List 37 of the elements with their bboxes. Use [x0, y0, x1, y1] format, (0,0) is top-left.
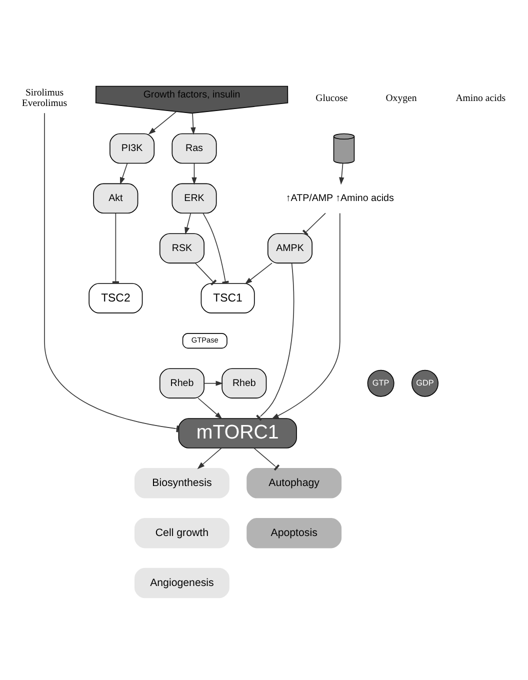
- node-box: ERK: [172, 182, 217, 214]
- node-box: mTORC1: [178, 418, 297, 448]
- node-box: Autophagy: [246, 468, 342, 498]
- node-box: Biosynthesis: [134, 468, 230, 498]
- label: Oxygen: [386, 92, 417, 104]
- node-box: Akt: [93, 182, 138, 214]
- arrow: [198, 397, 222, 419]
- node-box: AMPK: [267, 232, 312, 263]
- arrow: [184, 212, 192, 234]
- arrow: [244, 262, 272, 284]
- arrow: [339, 162, 344, 184]
- node-box: TSC2: [88, 282, 143, 313]
- arrow: [192, 162, 197, 184]
- arrow: [190, 112, 196, 134]
- arrow: [204, 380, 224, 386]
- node-text: Sirolimus Everolimus: [22, 87, 68, 109]
- arrow: [120, 162, 128, 184]
- node-box: Apoptosis: [246, 517, 342, 548]
- arrow: [148, 110, 177, 134]
- node-text: ↑ATP/AMP ↑Amino acids: [286, 192, 394, 204]
- label: Glucose: [316, 92, 348, 104]
- node-box: Rheb: [159, 368, 204, 398]
- node-box: RSK: [159, 232, 204, 263]
- node-box: TSC1: [200, 282, 255, 313]
- arrow: [271, 212, 340, 419]
- node-box: PI3K: [110, 132, 155, 164]
- connector: [302, 212, 326, 236]
- node-box: GTPase: [182, 332, 228, 348]
- node-box: Cell growth: [134, 517, 230, 548]
- arrow: [197, 447, 222, 469]
- node-circle: GDP: [411, 369, 438, 396]
- node-box: Rheb: [222, 368, 267, 398]
- node-box: Angiogenesis: [134, 567, 230, 598]
- node-circle: GTP: [367, 369, 394, 396]
- node-box: Ras: [172, 132, 217, 164]
- connector: [254, 447, 280, 470]
- label: Amino acids: [456, 92, 506, 104]
